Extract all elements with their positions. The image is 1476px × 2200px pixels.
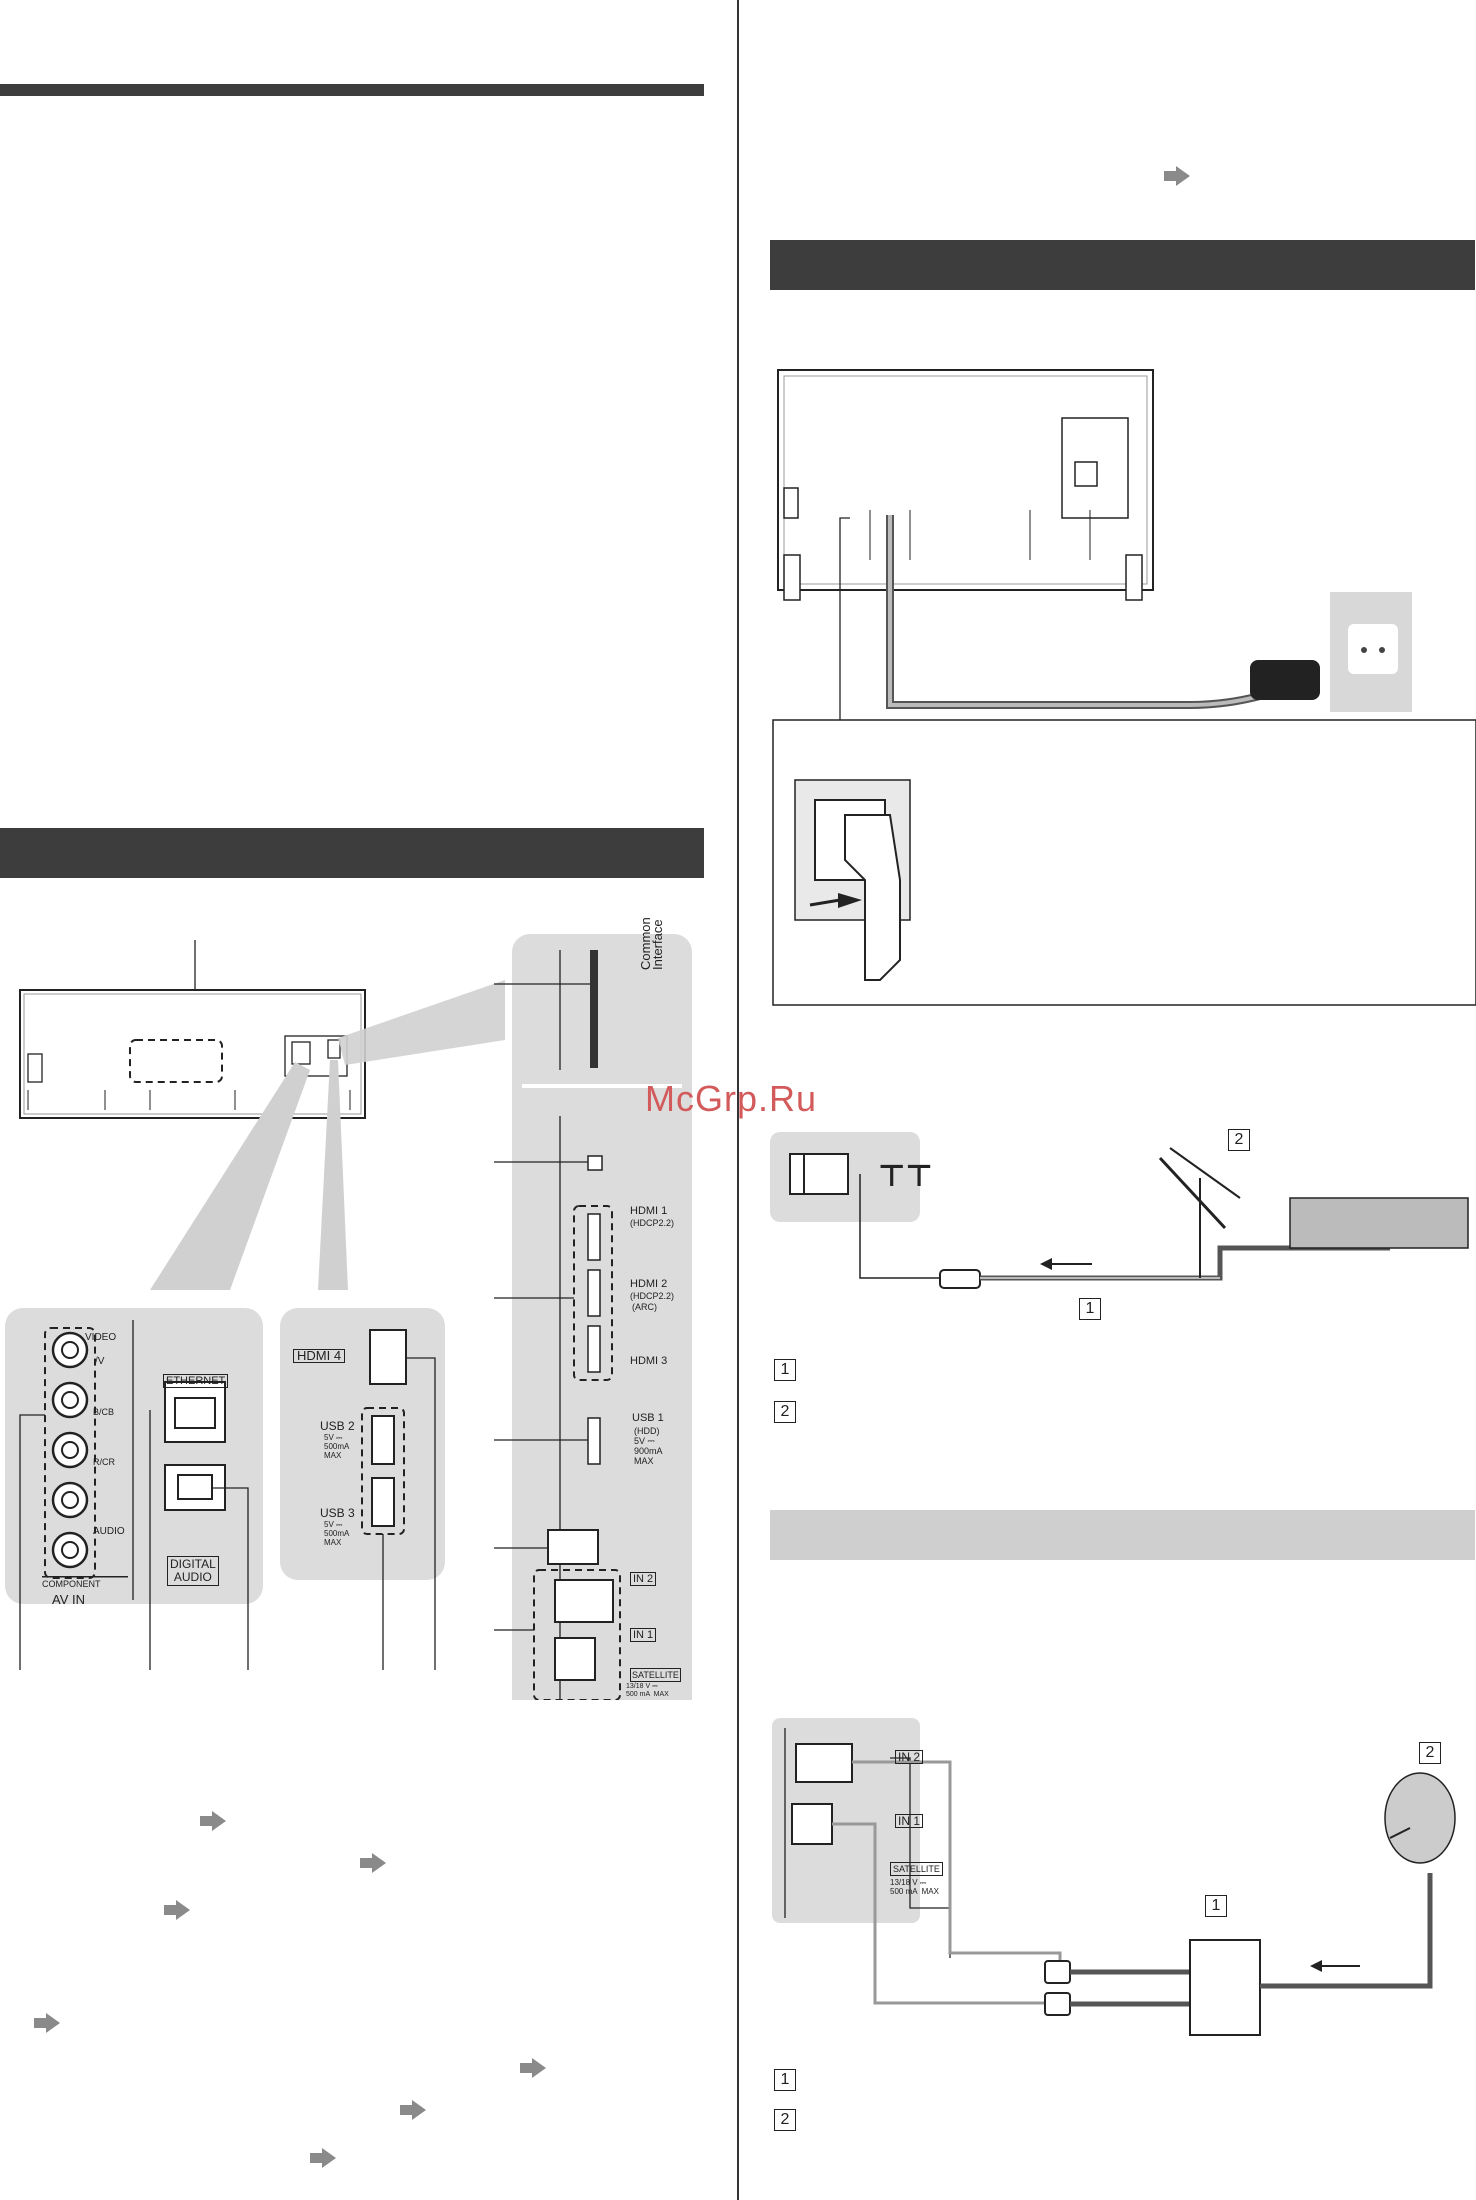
label-hdmi2-sub: (HDCP2.2) [630, 1291, 675, 1301]
label-usb2-spec: 5V ⎓ 500mA MAX [324, 1433, 350, 1460]
label-satellite: SATELLITE [630, 1668, 681, 1682]
svg-text:⊤⊤: ⊤⊤ [878, 1160, 933, 1193]
label-av-in: AV IN [52, 1592, 85, 1607]
label-ethernet: ETHERNET [163, 1374, 229, 1388]
label-hdmi2-arc: (ARC) [632, 1302, 657, 1312]
label-common-interface: Common Interface [638, 917, 665, 970]
reference-arrow-icon [200, 1811, 226, 1831]
legend-number: 1 [774, 2069, 796, 2091]
callout-number: 1 [1079, 1298, 1101, 1320]
aerial-connection-diagram: ⊤⊤ [770, 1132, 1469, 1289]
callout-number: 1 [1205, 1895, 1227, 1917]
callout-number: 2 [1419, 1742, 1441, 1764]
legend-number: 2 [774, 1401, 796, 1423]
label-sat-spec: 13/18 V ⎓ 500 mA MAX [626, 1683, 669, 1698]
reference-arrow-icon [1164, 166, 1190, 186]
label-hdmi3: HDMI 3 [630, 1355, 668, 1367]
label-usb2: USB 2 [320, 1419, 355, 1433]
sat-label-spec: 13/18 V ⎓ 500 mA MAX [890, 1878, 939, 1896]
label-hdmi1-sub: (HDCP2.2) [630, 1218, 675, 1228]
label-digital-audio: DIGITAL AUDIO [167, 1556, 219, 1586]
label-component: COMPONENT [42, 1579, 101, 1589]
section-header-bar-terminals [0, 828, 704, 878]
label-hdmi4: HDMI 4 [293, 1349, 346, 1363]
watermark: McGrp.Ru [645, 1078, 818, 1119]
legend-number: 2 [774, 2109, 796, 2131]
label-y-v: /V [95, 1356, 105, 1367]
label-in2: IN 2 [630, 1572, 657, 1586]
sat-label-satellite: SATELLITE [890, 1862, 943, 1876]
reference-arrow-icon [400, 2100, 426, 2120]
antenna-symbol-icon: ᅟ [640, 1518, 666, 1549]
reference-arrow-icon [520, 2058, 546, 2078]
label-hdmi1: HDMI 1 [630, 1205, 668, 1217]
column-divider [737, 0, 739, 2200]
reference-arrow-icon [310, 2148, 336, 2168]
label-hdmi2: HDMI 2 [630, 1278, 668, 1290]
label-pr: R/CR [93, 1457, 115, 1467]
label-audio: AUDIO [93, 1526, 125, 1537]
label-usb1: USB 1 [632, 1412, 664, 1424]
label-video: VIDEO [85, 1332, 117, 1343]
label-usb3-spec: 5V ⎓ 500mA MAX [324, 1520, 350, 1547]
section-header-bar-top [0, 84, 704, 96]
label-usb1-spec: 5V ⎓ 900mA MAX [634, 1436, 663, 1466]
callout-number: 2 [1228, 1129, 1250, 1151]
legend-number: 1 [774, 1359, 796, 1381]
section-header-bar-satellite [770, 1510, 1475, 1560]
reference-arrow-icon [360, 1853, 386, 1873]
tv-back-diagram [5, 934, 692, 1700]
label-usb1-hdd: (HDD) [634, 1426, 660, 1436]
sat-label-in1: IN 1 [895, 1814, 924, 1828]
sat-label-in2: IN 2 [895, 1750, 924, 1764]
label-usb3: USB 3 [320, 1506, 355, 1520]
reference-arrow-icon [164, 1900, 190, 1920]
label-in1: IN 1 [630, 1628, 657, 1642]
section-header-bar-mains [770, 240, 1475, 290]
reference-arrow-icon [34, 2013, 60, 2033]
mains-lead-diagram [772, 369, 1476, 1006]
label-pb: B/CB [93, 1407, 115, 1417]
satellite-connection-diagram [772, 1718, 1456, 2036]
